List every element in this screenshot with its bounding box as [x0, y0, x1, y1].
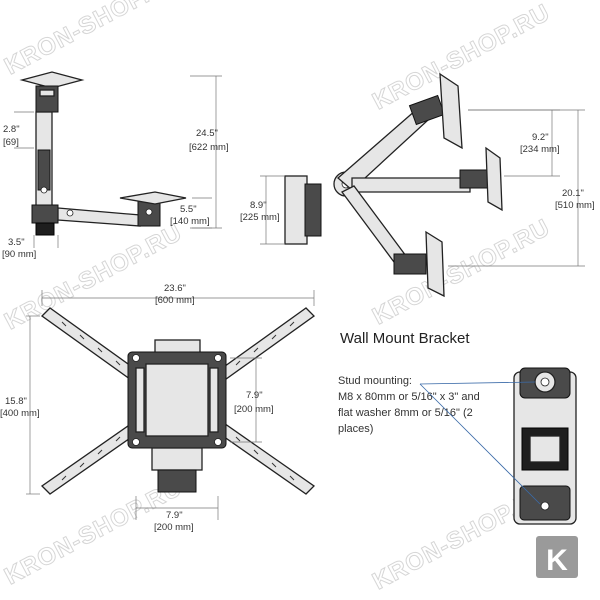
- vesa-hole: [132, 354, 140, 362]
- arm-view: 8.9" [225 mm] 9.2" [234 mm] 20.1" [510 m…: [240, 72, 595, 298]
- wall-bracket-block: [304, 183, 322, 237]
- column-bolt: [40, 186, 48, 194]
- dim-width-mm: [600 mm]: [155, 295, 195, 306]
- vesa-hole: [132, 438, 140, 446]
- note-line-4: places): [338, 423, 373, 435]
- bottom-tab: [151, 447, 203, 471]
- side-slot-left: [135, 367, 145, 433]
- middle-tv-plate: [485, 146, 503, 212]
- dim-plate-height: 8.9": [250, 200, 267, 211]
- dim-height: 15.8": [5, 396, 27, 407]
- dim-top-plate-mm: [69]: [3, 137, 19, 148]
- dim-height-total-mm: [622 mm]: [189, 142, 229, 153]
- dim-hole-v: 7.9": [246, 390, 263, 401]
- base-foot: [35, 222, 55, 236]
- upper-tv-plate: [439, 72, 463, 150]
- dim-height-mm: [400 mm]: [0, 408, 40, 419]
- leader-line-bottom: [419, 383, 541, 505]
- side-view: 24.5" [622 mm] 2.8" [69] 5.5" [140 mm] 3…: [2, 71, 229, 260]
- dim-hole-v-mm: [200 mm]: [234, 404, 274, 415]
- bottom-stud-hole: [540, 501, 550, 511]
- vesa-hole: [214, 354, 222, 362]
- top-stud-center: [540, 377, 550, 387]
- dim-bottom: 5.5": [180, 204, 197, 215]
- vesa-plate: 23.6" [600 mm] 15.8" [400 mm] 7.9" [200 …: [0, 283, 316, 533]
- arm-pivot: [66, 209, 74, 217]
- upper-tilt-head: [408, 94, 446, 126]
- dim-total-mm: [510 mm]: [555, 200, 595, 211]
- watermarks: KRON-SHOP.RU KRON-SHOP.RU KRON-SHOP.RU K…: [0, 0, 555, 596]
- badge-letter: K: [546, 544, 568, 577]
- vesa-hole: [214, 438, 222, 446]
- middle-tilt-head: [459, 169, 489, 189]
- swivel-detail: [39, 89, 55, 97]
- wall-mount-bracket: Wall Mount Bracket Stud mounting: M8 x 8…: [338, 330, 577, 525]
- lower-tilt-head: [393, 253, 427, 275]
- dim-total: 20.1": [562, 188, 584, 199]
- watermark-text: KRON-SHOP.RU: [0, 219, 187, 335]
- center-cutout: [145, 363, 209, 437]
- column-slot: [37, 149, 51, 191]
- wall-plate: [284, 175, 308, 245]
- watermark-text: KRON-SHOP.RU: [368, 0, 555, 115]
- leader-line-top: [419, 381, 536, 385]
- dim-hole-h: 7.9": [166, 510, 183, 521]
- lower-arm: [341, 185, 407, 263]
- bracket-window-inner: [529, 435, 561, 463]
- dim-hole-h-mm: [200 mm]: [154, 522, 194, 533]
- dim-plate-height-mm: [225 mm]: [240, 212, 280, 223]
- bottom-hanger: [157, 469, 197, 493]
- tilt-knob: [145, 208, 153, 216]
- tv-plate: [119, 191, 187, 205]
- dim-depth: 3.5": [8, 237, 25, 248]
- badge-square: [536, 536, 578, 578]
- note-line-2: M8 x 80mm or 5/16" x 3" and: [338, 391, 480, 403]
- middle-arm: [351, 177, 471, 193]
- dim-travel: 9.2": [532, 132, 549, 143]
- dim-bottom-mm: [140 mm]: [170, 216, 210, 227]
- dim-depth-mm: [90 mm]: [2, 249, 36, 260]
- watermark-text: KRON-SHOP.RU: [0, 0, 187, 80]
- dim-travel-mm: [234 mm]: [520, 144, 560, 155]
- side-slot-right: [209, 367, 219, 433]
- ceiling-plate: [19, 71, 85, 89]
- lower-tv-plate: [425, 230, 445, 298]
- dim-top-plate: 2.8": [3, 124, 20, 135]
- base-block: [31, 204, 59, 224]
- note-line-1: Stud mounting:: [338, 375, 412, 387]
- dim-width: 23.6": [164, 283, 186, 294]
- dim-height-total: 24.5": [196, 128, 218, 139]
- bracket-title: Wall Mount Bracket: [340, 330, 470, 347]
- brand-badge: K: [536, 536, 578, 578]
- note-line-3: flat washer 8mm or 5/16" (2: [338, 407, 473, 419]
